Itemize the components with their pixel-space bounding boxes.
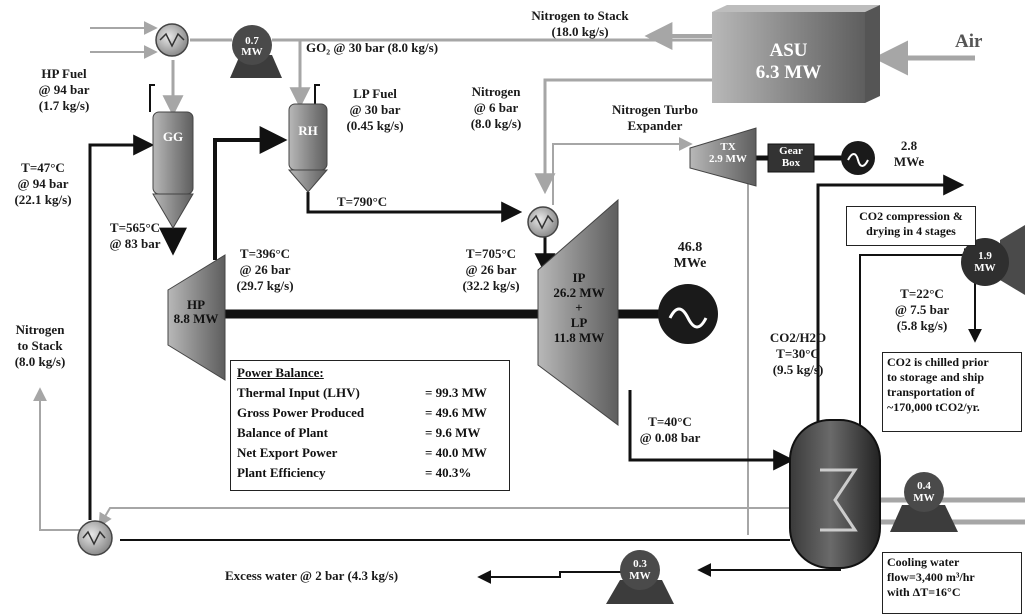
go2-label: GO₂ @ 30 bar (8.0 kg/s) <box>306 40 439 55</box>
gg-label: GG <box>162 129 184 144</box>
co2-compressor-icon <box>961 225 1025 295</box>
asu-label: ASU 6.3 MW <box>712 40 865 84</box>
hp-turbine-icon <box>167 254 226 381</box>
gearbox-icon <box>767 143 815 173</box>
power-balance-row: Thermal Input (LHV)= 99.3 MW <box>237 385 487 400</box>
separator-vessel-icon <box>789 419 881 569</box>
water-pump-03-icon <box>606 550 674 604</box>
t396-label: T=396°C@ 26 bar(29.7 kg/s) <box>236 246 294 293</box>
asu-power: 6.3 MW <box>755 62 822 83</box>
power-balance-row: Gross Power Produced= 49.6 MW <box>237 405 487 420</box>
oxygen-pump-icon <box>230 25 282 78</box>
lp-fuel-label: LP Fuel@ 30 bar(0.45 kg/s) <box>346 86 404 133</box>
water-pump-04-icon <box>890 472 958 532</box>
nitrogen-stack-top-label: Nitrogen to Stack(18.0 kg/s) <box>531 8 629 39</box>
black-stream-lines <box>88 84 982 584</box>
power-balance-row: Plant Efficiency= 40.3% <box>237 465 472 480</box>
t705-label: T=705°C@ 26 bar(32.2 kg/s) <box>462 246 520 293</box>
co2-compression-box: CO2 compression &drying in 4 stages <box>846 206 976 246</box>
air-label: Air <box>955 31 983 52</box>
asu-unit <box>712 5 880 103</box>
rh-label: RH <box>298 123 318 138</box>
power-balance-row: Balance of Plant= 9.6 MW <box>237 425 481 440</box>
nitrogen-heater-icon <box>527 206 559 238</box>
t790-label: T=790°C <box>337 194 388 209</box>
t22-label: T=22°C@ 7.5 bar(5.8 kg/s) <box>894 286 950 333</box>
gray-stream-lines <box>33 21 1025 535</box>
generator-main-icon <box>658 284 718 344</box>
nitrogen-6bar-label: Nitrogen@ 6 bar(8.0 kg/s) <box>470 84 522 131</box>
power-balance-box: Power Balance: Thermal Input (LHV)= 99.3… <box>230 360 510 491</box>
gas-generator-icon <box>152 111 194 229</box>
power-balance-row: Net Export Power= 40.0 MW <box>237 445 487 460</box>
power-balance-title: Power Balance: <box>237 365 324 380</box>
reheater-icon <box>287 103 329 193</box>
turbo-expander-icon <box>689 127 757 187</box>
water-heater-icon <box>77 520 113 556</box>
t47-label: T=47°C@ 94 bar(22.1 kg/s) <box>14 160 72 207</box>
asu-title: ASU <box>769 40 808 61</box>
t565-label: T=565°C@ 83 bar <box>109 220 161 251</box>
excess-water-label: Excess water @ 2 bar (4.3 kg/s) <box>225 568 399 583</box>
oxygen-heater-icon <box>155 23 189 57</box>
t40-label: T=40°C@ 0.08 bar <box>639 414 701 445</box>
hp-fuel-label: HP Fuel@ 94 bar(1.7 kg/s) <box>38 66 90 113</box>
ip-lp-turbine-icon <box>537 198 619 426</box>
